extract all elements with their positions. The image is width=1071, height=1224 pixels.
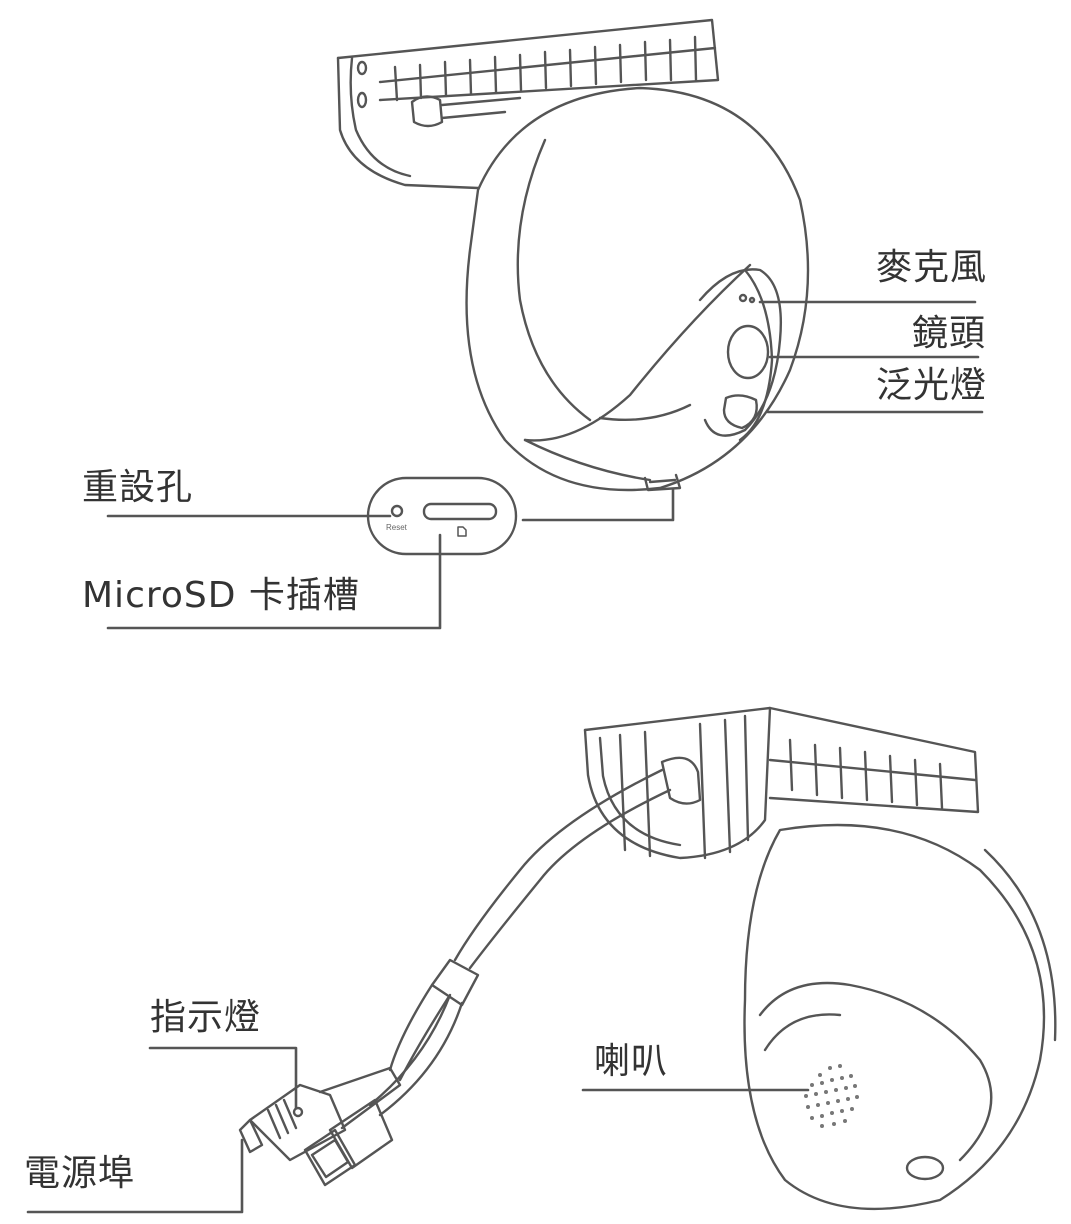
usb-connector: [303, 1098, 394, 1187]
top-leader-lines: [106, 300, 984, 630]
top-camera-dome: [465, 86, 810, 492]
bottom-leader-lines: [26, 1046, 810, 1214]
reset-hole-label: 重設孔: [82, 467, 194, 508]
top-camera-front-face: [698, 268, 782, 442]
inset-leader-line: [521, 488, 675, 522]
microphone-hole-icon: [738, 293, 748, 303]
speaker-label: 喇叭: [594, 1041, 669, 1082]
reset-print-text: Reset: [386, 523, 407, 532]
indicator-light-label: 指示燈: [150, 997, 262, 1038]
bottom-camera-dome: [743, 823, 1057, 1211]
port-cover-icon: [905, 1155, 945, 1181]
top-camera: [106, 18, 984, 630]
microsd-leader-line: [106, 533, 442, 630]
speaker-grill-icon: [804, 1064, 859, 1128]
indicator-leader-line: [148, 1046, 298, 1110]
microsd-slot-label: MicroSD 卡插槽: [82, 575, 360, 616]
dc-connector: [238, 1066, 402, 1162]
lens-icon: [726, 324, 770, 380]
top-mount-bracket: [336, 18, 720, 190]
floodlight-icon: [722, 394, 758, 430]
power-leader-line: [26, 1138, 244, 1214]
microsd-slot-icon: [422, 502, 498, 521]
floodlight-label: 泛光燈: [876, 365, 988, 406]
sd-card-icon: [457, 526, 467, 537]
indicator-light-icon: [292, 1106, 304, 1118]
reset-hole-icon: [390, 504, 404, 518]
lens-label: 鏡頭: [912, 313, 987, 354]
power-cable: [368, 768, 672, 1117]
bottom-camera: [26, 706, 1057, 1214]
bottom-mount-bracket: [583, 706, 980, 860]
top-camera-bottom-port: [643, 473, 682, 492]
power-port-label: 電源埠: [24, 1153, 136, 1194]
microphone-label: 麥克風: [876, 247, 988, 288]
